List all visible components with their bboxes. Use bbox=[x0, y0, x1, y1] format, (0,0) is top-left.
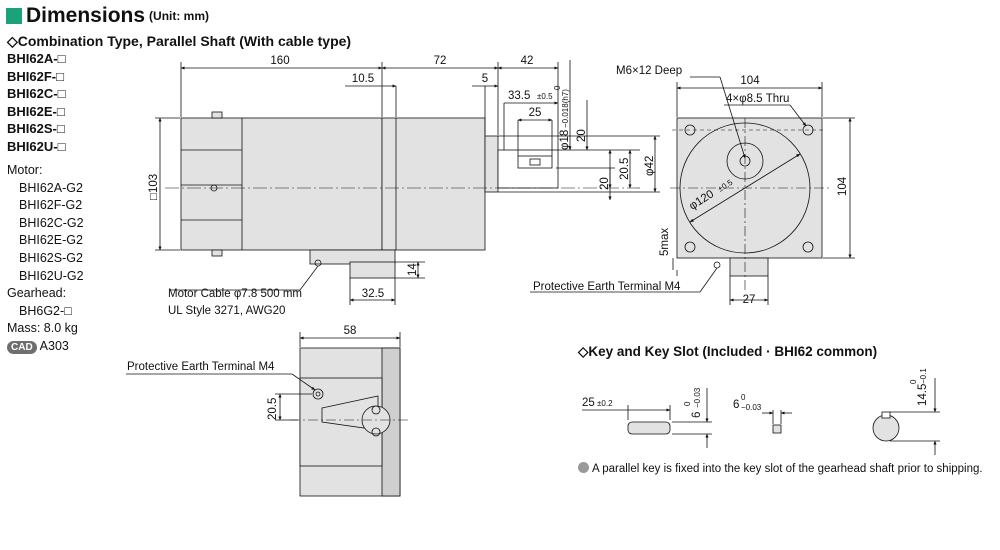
end-view bbox=[530, 76, 855, 305]
section-title: ◇Combination Type, Parallel Shaft (With … bbox=[7, 33, 352, 49]
key-section-title: ◇Key and Key Slot (Included · BHI62 comm… bbox=[577, 344, 877, 359]
dim-33-5: 33.5 bbox=[508, 90, 530, 102]
dim-58: 58 bbox=[344, 325, 357, 337]
model-item: BHI62S-□ bbox=[7, 121, 65, 136]
model-list: BHI62A-□ BHI62F-□ BHI62C-□ BHI62E-□ BHI6… bbox=[7, 50, 65, 155]
dim-phi18-tol: −0.018(h7) bbox=[561, 89, 570, 128]
gearhead-label: Gearhead: bbox=[7, 286, 67, 301]
dim-104-width: 104 bbox=[740, 75, 760, 87]
motor-item: BHI62A-G2 bbox=[19, 180, 83, 195]
model-item: BHI62U-□ bbox=[7, 138, 66, 154]
spec-info: Motor: BHI62A-G2 BHI62F-G2 BHI62C-G2 BHI… bbox=[7, 162, 84, 356]
page-title: Dimensions bbox=[26, 4, 146, 27]
key-dim-25: 25 bbox=[582, 397, 595, 409]
slot-dim-6-tol-top: 0 bbox=[741, 393, 746, 402]
key-dim-6: 6 bbox=[691, 412, 703, 418]
dim-104-height: 104 bbox=[837, 176, 849, 196]
slot-dim-14-5-tol: −0.1 bbox=[919, 368, 928, 384]
dim-5max: 5max bbox=[659, 228, 671, 256]
dim-phi20: 20 bbox=[576, 129, 588, 142]
slot-dim-14-5-tol-top: 0 bbox=[909, 379, 918, 384]
model-item: BHI62F-□ bbox=[7, 68, 64, 84]
model-item: BHI62C-□ bbox=[7, 86, 66, 101]
dim-25: 25 bbox=[529, 107, 542, 119]
pe-side-label: Protective Earth Terminal M4 bbox=[127, 361, 275, 373]
dim-phi18-tol-top: 0 bbox=[553, 85, 562, 90]
motor-item: BHI62S-G2 bbox=[19, 250, 83, 265]
dim-42: 42 bbox=[521, 55, 534, 67]
dim-72: 72 bbox=[434, 55, 447, 67]
dim-10-5: 10.5 bbox=[352, 73, 374, 85]
note-text: A parallel key is fixed into the key slo… bbox=[592, 463, 983, 475]
dim-5: 5 bbox=[482, 73, 488, 85]
key-dim-6-tol: −0.03 bbox=[693, 387, 702, 408]
model-item: BHI62E-□ bbox=[7, 103, 65, 119]
dim-20-5: 20.5 bbox=[619, 158, 631, 180]
slot-dim-6: 6 bbox=[733, 399, 739, 411]
unit-label: (Unit: mm) bbox=[149, 9, 210, 23]
slot-dim-6-tol: −0.03 bbox=[741, 403, 762, 412]
dim-27: 27 bbox=[743, 294, 756, 306]
dim-phi42: φ42 bbox=[644, 156, 656, 176]
motor-label: Motor: bbox=[7, 163, 43, 177]
gearhead-item: BH6G2-□ bbox=[19, 303, 72, 318]
pe-front-label: Protective Earth Terminal M4 bbox=[533, 281, 681, 293]
cad-badge-icon[interactable]: CAD bbox=[7, 340, 37, 354]
thru-label: 4×φ8.5 Thru bbox=[726, 93, 789, 105]
dim-33-5-tol: ±0.5 bbox=[537, 92, 553, 101]
front-view bbox=[155, 60, 660, 305]
note-bullet-icon bbox=[578, 462, 589, 473]
motor-item: BHI62F-G2 bbox=[19, 198, 83, 213]
m6-label: M6×12 Deep bbox=[616, 65, 682, 77]
dim-20-5-side: 20.5 bbox=[267, 398, 279, 420]
key-detail bbox=[582, 378, 940, 455]
dim-phi18: φ18 bbox=[559, 130, 571, 150]
title-square-icon bbox=[6, 8, 22, 24]
title-block: Dimensions(Unit: mm) bbox=[6, 4, 209, 28]
dim-160: 160 bbox=[270, 55, 289, 67]
model-item: BHI62A-□ bbox=[7, 51, 66, 66]
slot-dim-14-5: 14.5 bbox=[917, 384, 929, 406]
key-dim-25-tol: ±0.2 bbox=[597, 399, 613, 408]
dim-14: 14 bbox=[407, 263, 419, 276]
motor-item: BHI62C-G2 bbox=[19, 215, 84, 230]
cable-label: Motor Cable φ7.8 500 mm bbox=[168, 288, 302, 300]
shipping-note: A parallel key is fixed into the key slo… bbox=[578, 462, 983, 475]
mass-text: Mass: 8.0 kg bbox=[7, 321, 78, 336]
dim-32-5: 32.5 bbox=[362, 288, 384, 300]
dim-103: □103 bbox=[148, 174, 160, 200]
dim-20: 20 bbox=[599, 177, 611, 190]
cable-std-label: UL Style 3271, AWG20 bbox=[168, 305, 285, 317]
cad-code[interactable]: A303 bbox=[39, 338, 69, 353]
side-view bbox=[126, 332, 410, 497]
motor-item: BHI62U-G2 bbox=[19, 268, 84, 283]
key-dim-6-tol-top: 0 bbox=[683, 401, 692, 406]
motor-item: BHI62E-G2 bbox=[19, 233, 83, 248]
